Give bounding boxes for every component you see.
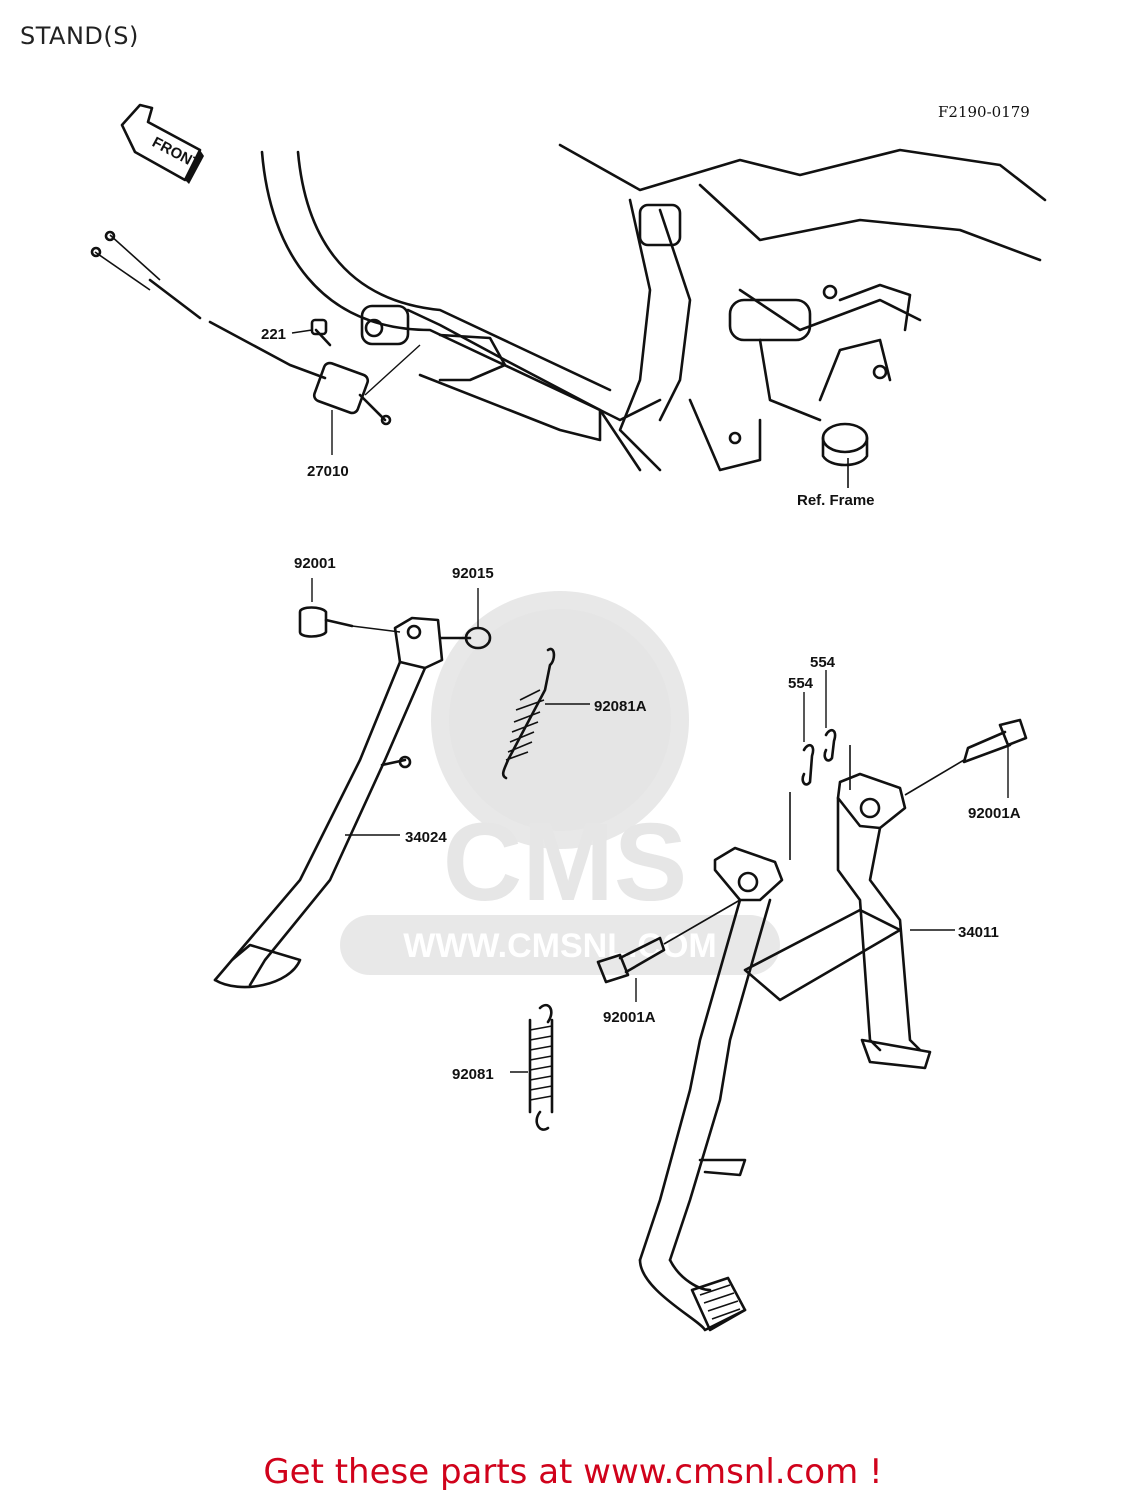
front-arrow-icon: FRONT xyxy=(120,103,204,184)
footer-cta-link[interactable]: Get these parts at www.cmsnl.com ! xyxy=(263,1452,883,1492)
label-554-a: 554 xyxy=(788,675,814,692)
front-arrow-label: FRONT xyxy=(149,134,203,173)
diagram-code: F2190-0179 xyxy=(938,103,1030,121)
page-title: STAND(S) xyxy=(20,22,139,50)
watermark-logo: CMS xyxy=(443,801,687,924)
label-34024: 34024 xyxy=(405,829,447,846)
clips-554: 554 554 xyxy=(788,654,851,860)
bolt-92001a-lower: 92001A xyxy=(596,899,741,1026)
exploded-view-diagram: CMS WWW.CMSNL.COM FRONT xyxy=(90,103,1047,1332)
label-92001: 92001 xyxy=(294,555,336,572)
frame-assembly: Ref. Frame xyxy=(260,143,1047,509)
watermark-banner xyxy=(340,915,780,975)
label-34011: 34011 xyxy=(958,924,999,941)
label-92081: 92081 xyxy=(452,1066,494,1083)
label-221: 221 xyxy=(261,326,286,343)
watermark-url: WWW.CMSNL.COM xyxy=(403,927,717,965)
label-92001a-lower: 92001A xyxy=(603,1009,656,1026)
spring-92081a: 92081A xyxy=(501,647,647,780)
side-stand-bracket xyxy=(360,304,602,442)
label-92081a: 92081A xyxy=(594,698,647,715)
label-92001a-right: 92001A xyxy=(968,805,1021,822)
watermark: CMS WWW.CMSNL.COM xyxy=(340,591,780,975)
side-stand-switch-assembly: 221 27010 xyxy=(90,230,421,480)
center-stand-34011: 34011 xyxy=(638,772,999,1332)
label-554-b: 554 xyxy=(810,654,836,671)
label-92015: 92015 xyxy=(452,565,494,582)
ref-frame-label: Ref. Frame xyxy=(797,492,875,509)
label-27010: 27010 xyxy=(307,463,349,480)
side-stand-34024: 92001 92015 34024 xyxy=(213,555,494,989)
spring-92081: 92081 xyxy=(452,1003,554,1131)
bolt-92001a-right: 92001A xyxy=(904,718,1028,822)
